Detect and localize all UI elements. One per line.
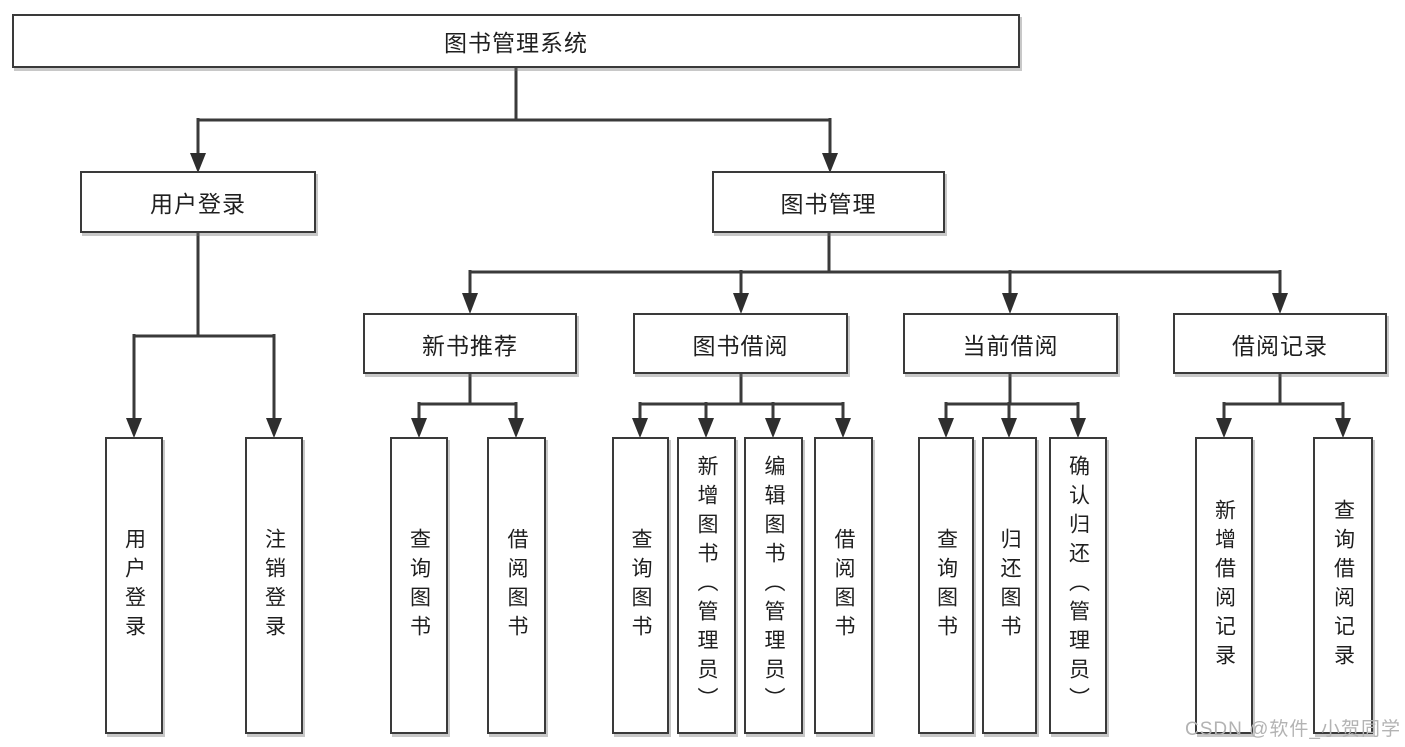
node-label: 归还图书 (998, 527, 1022, 644)
node-label: 图书管理 (780, 191, 877, 217)
node-label: 查询图书 (629, 527, 653, 644)
node-label: 图书管理系统 (444, 30, 588, 56)
node-label: 确认归还（管理员） (1066, 455, 1090, 716)
edges-book-borrowing-to-leaves (632, 374, 851, 438)
leaf-edit-books-admin: 编辑图书（管理员） (744, 437, 803, 734)
csdn-watermark: CSDN @软件_小贺同学 (1185, 719, 1401, 740)
node-label: 新增借阅记录 (1212, 498, 1236, 673)
node-label: 编辑图书（管理员） (762, 455, 786, 716)
node-label: 借阅图书 (505, 527, 529, 644)
node-label: 查询借阅记录 (1331, 498, 1355, 673)
edges-book-management-to-level3 (462, 233, 1288, 314)
leaf-add-books-admin: 新增图书（管理员） (677, 437, 736, 734)
leaf-query-books-current: 查询图书 (918, 437, 974, 734)
node-label: 借阅记录 (1232, 332, 1328, 359)
edges-user-login-to-leaves (126, 233, 282, 438)
node-label: 查询图书 (934, 527, 958, 644)
leaf-borrow-books-borrowing: 借阅图书 (814, 437, 873, 734)
node-user-login: 用户登录 (80, 171, 316, 233)
node-book-borrowing: 图书借阅 (633, 313, 848, 374)
node-label: 用户登录 (122, 527, 146, 644)
node-label: 当前借阅 (962, 332, 1059, 359)
node-current-borrowing: 当前借阅 (903, 313, 1118, 374)
leaf-logout: 注销登录 (245, 437, 303, 734)
leaf-query-books-recommend: 查询图书 (390, 437, 448, 734)
node-library-management-system: 图书管理系统 (12, 14, 1020, 68)
node-label: 新增图书（管理员） (695, 455, 719, 716)
leaf-confirm-return-admin: 确认归还（管理员） (1049, 437, 1107, 734)
edges-current-borrowing-to-leaves (938, 374, 1086, 438)
edges-new-book-recommend-to-leaves (411, 374, 524, 438)
node-new-book-recommend: 新书推荐 (363, 313, 577, 374)
node-label: 新书推荐 (422, 332, 518, 359)
node-label: 注销登录 (262, 527, 286, 644)
edges-root-to-level2 (190, 68, 838, 173)
node-label: 查询图书 (407, 527, 431, 644)
leaf-query-borrow-record: 查询借阅记录 (1313, 437, 1373, 734)
node-label: 图书借阅 (692, 332, 789, 359)
leaf-add-borrow-record: 新增借阅记录 (1195, 437, 1253, 734)
leaf-query-books-borrowing: 查询图书 (612, 437, 669, 734)
node-book-management: 图书管理 (712, 171, 945, 233)
node-borrowing-records: 借阅记录 (1173, 313, 1387, 374)
node-label: 借阅图书 (832, 527, 856, 644)
edges-borrowing-records-to-leaves (1216, 374, 1351, 438)
node-label: 用户登录 (150, 191, 246, 217)
leaf-user-login: 用户登录 (105, 437, 163, 734)
leaf-borrow-books-recommend: 借阅图书 (487, 437, 546, 734)
leaf-return-books: 归还图书 (982, 437, 1037, 734)
